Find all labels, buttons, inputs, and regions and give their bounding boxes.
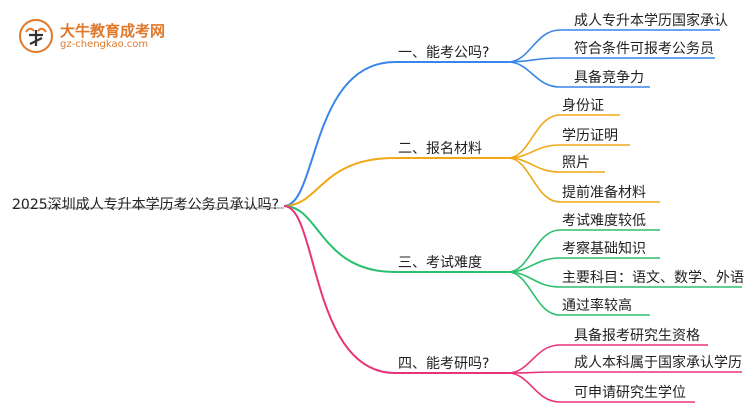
branch-4-label: 四、能考研吗? — [398, 356, 490, 372]
b2-leaf-4-connector — [507, 157, 660, 203]
leaf-3-4: 通过率较高 — [562, 298, 632, 314]
leaf-2-3: 照片 — [562, 155, 590, 171]
root-topic: 2025深圳成人专升本学历考公务员承认吗? — [12, 197, 280, 213]
leaf-2-1: 身份证 — [562, 98, 604, 114]
branch-3-label: 三、考试难度 — [398, 255, 482, 271]
logo-title: 大牛教育成考网 — [60, 22, 166, 40]
leaf-1-2: 符合条件可报考公务员 — [574, 41, 714, 57]
root-to-branch-1 — [283, 61, 396, 207]
branch-1-label: 一、能考公吗? — [398, 45, 490, 61]
b2-leaf-1-connector — [507, 114, 620, 159]
leaf-4-2: 成人本科属于国家承认学历 — [574, 355, 742, 371]
leaf-4-3: 可申请研究生学位 — [574, 385, 686, 401]
b3-leaf-4-connector — [507, 271, 650, 316]
b4-leaf-3-connector — [507, 372, 695, 403]
site-logo: 大牛教育成考网 gz-chengkao.com — [18, 18, 168, 58]
b3-leaf-2-connector — [507, 257, 660, 273]
root-to-branch-2 — [283, 157, 396, 207]
b1-leaf-3-connector — [507, 61, 650, 88]
leaf-1-1: 成人专升本学历国家承认 — [574, 13, 728, 29]
root-to-branch-4 — [283, 205, 396, 374]
b2-leaf-2-connector — [507, 144, 630, 159]
b4-leaf-1-connector — [507, 344, 708, 374]
leaf-3-1: 考试难度较低 — [562, 213, 646, 229]
root-to-branch-3 — [283, 205, 396, 273]
leaf-3-3: 主要科目：语文、数学、外语 — [562, 270, 744, 286]
leaf-2-4: 提前准备材料 — [562, 185, 646, 201]
branch-2-label: 二、报名材料 — [398, 141, 482, 157]
b1-leaf-2-connector — [507, 57, 715, 63]
b1-leaf-1-connector — [507, 29, 720, 63]
leaf-4-1: 具备报考研究生资格 — [574, 328, 700, 344]
leaf-3-2: 考察基础知识 — [562, 241, 646, 257]
b4-leaf-2-connector — [507, 371, 742, 374]
b3-leaf-1-connector — [507, 229, 660, 273]
bull-logo-icon — [19, 19, 53, 53]
leaf-1-3: 具备竞争力 — [574, 70, 644, 86]
leaf-2-2: 学历证明 — [562, 128, 618, 144]
logo-url: gz-chengkao.com — [60, 39, 149, 50]
